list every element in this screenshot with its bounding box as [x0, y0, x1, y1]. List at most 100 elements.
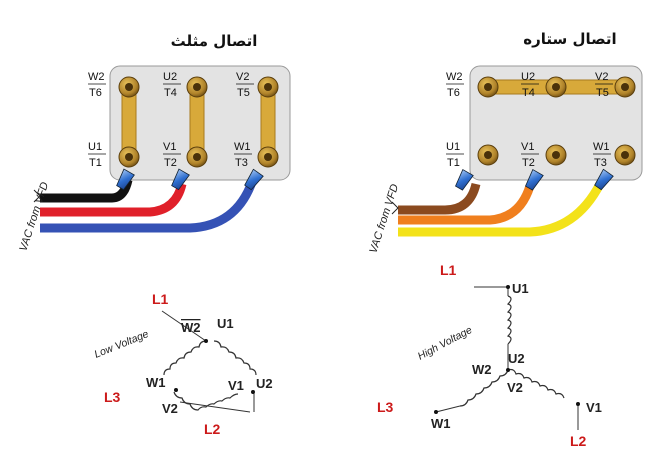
line-label-l2: L2 — [204, 421, 221, 437]
stud-hole — [552, 83, 560, 91]
node-dot — [576, 402, 580, 406]
node-label-w1: W1 — [146, 375, 166, 390]
terminal-label-t4: T4 — [164, 87, 177, 99]
lug-connector-u1 — [455, 168, 474, 191]
terminal-label-u2: U2 — [163, 71, 177, 83]
terminal-label-u1: U1 — [88, 141, 102, 153]
terminal-label-t4: T4 — [522, 87, 535, 99]
l3-lead — [435, 405, 461, 413]
terminal-label-v1: V1 — [521, 141, 534, 153]
node-label-v2: V2 — [507, 380, 523, 395]
terminal-label-t3: T3 — [594, 157, 607, 169]
node-dot — [174, 388, 178, 392]
star-title: اتصال ستاره — [523, 30, 616, 48]
voltage-label: Low Voltage — [93, 328, 151, 361]
lug-connector-w1 — [244, 168, 264, 191]
lug-connector-v1 — [525, 168, 544, 191]
terminal-label-t2: T2 — [522, 157, 535, 169]
line-label-l2: L2 — [570, 433, 587, 449]
wire-black — [40, 178, 133, 203]
vfd-label: VAC from VFD — [367, 183, 401, 255]
line-label-l1: L1 — [152, 291, 169, 307]
terminal-label-t1: T1 — [89, 157, 102, 169]
bus-bar-w2-u1 — [121, 87, 137, 157]
node-label-w2: W2 — [181, 320, 201, 335]
stud-hole — [125, 83, 133, 91]
node-dot — [506, 285, 510, 289]
node-dot — [204, 339, 208, 343]
stud-hole — [621, 151, 629, 159]
terminal-label-t6: T6 — [447, 87, 460, 99]
terminal-label-t5: T5 — [237, 87, 250, 99]
coil-right — [213, 340, 257, 376]
star-panel: اتصال ستاره VAC from VFD — [367, 30, 643, 255]
terminal-label-v1: V1 — [163, 141, 176, 153]
terminal-label-t1: T1 — [447, 157, 460, 169]
coil-left — [163, 340, 207, 376]
bus-bar-v2-w1 — [260, 87, 276, 157]
break-mark — [33, 189, 41, 203]
stud-hole — [193, 83, 201, 91]
line-label-l3: L3 — [104, 389, 121, 405]
terminal-label-t6: T6 — [89, 87, 102, 99]
break-mark — [391, 201, 399, 215]
lug-connector-u1 — [116, 168, 135, 191]
line-label-l3: L3 — [377, 399, 394, 415]
terminal-label-t5: T5 — [596, 87, 609, 99]
terminal-label-w2: W2 — [88, 71, 105, 83]
terminal-studs — [477, 76, 636, 166]
terminal-label-u2: U2 — [521, 71, 535, 83]
voltage-label: High Voltage — [416, 324, 475, 363]
terminal-label-w1: W1 — [593, 141, 610, 153]
node-label-v1: V1 — [228, 378, 244, 393]
node-dot — [434, 410, 438, 414]
l2-lead — [179, 401, 251, 413]
vfd-label: VAC from VFD — [17, 181, 51, 253]
coil-bottom — [173, 391, 239, 411]
stud-hole — [621, 83, 629, 91]
terminal-studs — [118, 76, 279, 168]
node-label-u1: U1 — [217, 316, 234, 331]
l1-lead — [161, 310, 207, 342]
stud-hole — [552, 151, 560, 159]
line-label-l1: L1 — [440, 262, 457, 278]
wire-brown — [398, 182, 481, 215]
delta-panel: اتصال مثلث VAC from VFD — [17, 32, 291, 253]
delta-schematic: L1 L3 L2 Low Voltage W2 U1 W1 V1 U2 V2 — [93, 291, 273, 437]
stud-hole — [193, 153, 201, 161]
terminal-label-w1: W1 — [234, 141, 251, 153]
terminal-label-w2: W2 — [446, 71, 463, 83]
stud-hole — [484, 83, 492, 91]
terminal-label-u1: U1 — [446, 141, 460, 153]
wire-orange — [398, 184, 535, 225]
node-dot — [506, 368, 510, 372]
lug-connector-w1 — [594, 168, 614, 191]
coil-u — [506, 295, 512, 345]
coil-v — [507, 368, 565, 399]
stud-hole — [264, 83, 272, 91]
terminal-label-t2: T2 — [164, 157, 177, 169]
terminal-label-t3: T3 — [235, 157, 248, 169]
node-label-v2: V2 — [162, 401, 178, 416]
node-label-u2: U2 — [508, 351, 525, 366]
stud-hole — [125, 153, 133, 161]
terminal-label-v2: V2 — [595, 71, 608, 83]
node-label-u2: U2 — [256, 376, 273, 391]
node-label-w2: W2 — [472, 362, 492, 377]
wire-blue — [40, 180, 257, 233]
node-label-u1: U1 — [512, 281, 529, 296]
wire-yellow — [398, 181, 604, 237]
stud-hole — [264, 153, 272, 161]
node-dot — [251, 390, 255, 394]
bus-bar-u2-v1 — [189, 87, 205, 157]
terminal-label-v2: V2 — [236, 71, 249, 83]
coil-w — [459, 369, 509, 407]
delta-title: اتصال مثلث — [171, 32, 258, 50]
star-schematic: L1 L3 L2 High Voltage U1 U2 W2 V2 W1 V1 — [377, 262, 602, 449]
lug-connector-v1 — [171, 168, 190, 191]
wire-red — [40, 182, 187, 217]
stud-hole — [484, 151, 492, 159]
node-label-w1: W1 — [431, 416, 451, 431]
